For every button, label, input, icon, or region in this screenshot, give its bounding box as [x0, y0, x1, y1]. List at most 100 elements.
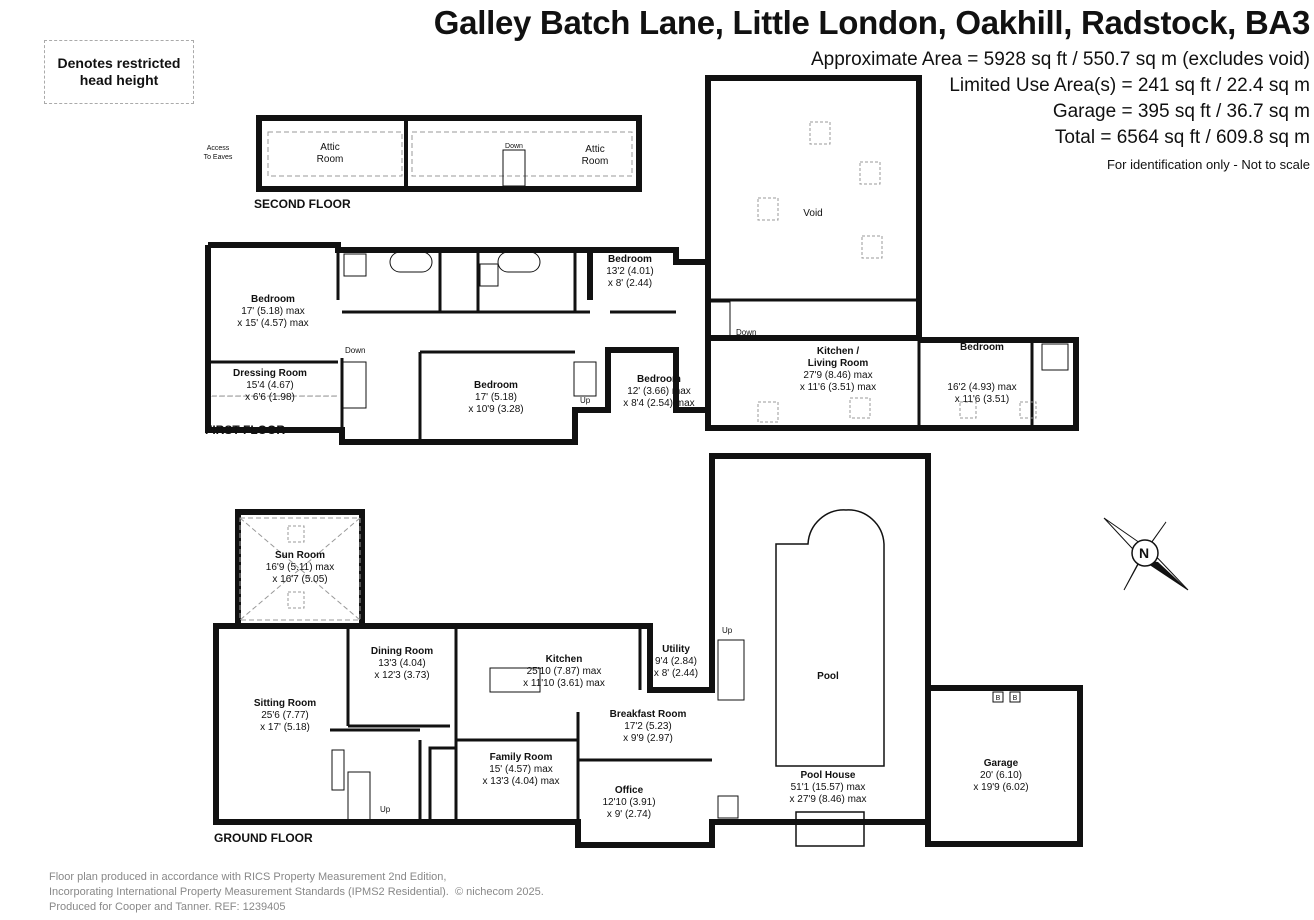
skylight-icon [859, 161, 881, 185]
attic-room-2-label-2: Room [582, 156, 609, 167]
kitchen-living-name-2: Living Room [808, 358, 869, 369]
skylight-icon [287, 525, 305, 543]
first-floor-up-label: Up [580, 396, 591, 405]
first-floor-outer-wall [208, 242, 1079, 431]
restricted-head-height-area [267, 131, 403, 177]
office-dim-1: 12'10 (3.91) [602, 797, 655, 808]
breakfast-room-dim-2: x 9'9 (2.97) [623, 733, 673, 744]
second-floor-outline [256, 115, 642, 192]
bedroom-2-dim-2: x 10'9 (3.28) [468, 404, 523, 415]
pool-house-dim-2: x 27'9 (8.46) max [790, 794, 867, 805]
pool-stairs [717, 639, 745, 701]
skylight-icon [849, 397, 871, 419]
attic-room-1-label: Attic [320, 142, 339, 153]
dining-room-name: Dining Room [371, 646, 433, 657]
void-label: Void [803, 208, 822, 219]
legend-line-1: Denotes restricted [57, 55, 181, 71]
second-floor-stairs [502, 149, 526, 187]
sun-room-dim-2: x 16'7 (5.05) [272, 574, 327, 585]
pool-up-label: Up [722, 626, 733, 635]
bedroom-4-dim-1: 12' (3.66) max [627, 386, 691, 397]
sun-room-name: Sun Room [275, 550, 325, 561]
kitchen-dim-1: 25'10 (7.87) max [527, 666, 602, 677]
kitchen-dim-2: x 11'10 (3.61) max [523, 678, 605, 689]
dining-room-dim-1: 13'3 (4.04) [378, 658, 426, 669]
identification-note: For identification only - Not to scale [1106, 157, 1310, 172]
first-floor-stairs-2 [573, 361, 597, 397]
bedroom-5-name: Bedroom [960, 342, 1004, 353]
first-floor-stairs-void [707, 301, 731, 339]
bedroom-4-dim-2: x 8'4 (2.54) max [623, 398, 694, 409]
garage-dim-1: 20' (6.10) [980, 770, 1022, 781]
legend-line-2: head height [79, 72, 159, 88]
family-room-name: Family Room [490, 752, 553, 763]
office-dim-2: x 9' (2.74) [607, 809, 651, 820]
skylight-icon [287, 591, 305, 609]
property-address-title: Galley Batch Lane, Little London, Oakhil… [433, 4, 1311, 41]
bedroom-3-name: Bedroom [608, 254, 652, 265]
skylight-icon [757, 197, 779, 221]
pool-basin [775, 509, 885, 767]
bedroom-5-dim-1: 16'2 (4.93) max [947, 382, 1016, 393]
utility-dim-1: 9'4 (2.84) [655, 656, 697, 667]
approximate-area: Approximate Area = 5928 sq ft / 550.7 sq… [810, 49, 1310, 70]
footer-line-1: Floor plan produced in accordance with R… [49, 871, 447, 883]
family-room-dim-2: x 13'3 (4.04) max [483, 776, 560, 787]
utility-dim-2: x 8' (2.44) [654, 668, 698, 679]
kitchen-living-name-1: Kitchen / [817, 346, 859, 357]
bathtub-icon [389, 251, 433, 273]
compass-north-label: N [1139, 545, 1149, 561]
footer-copyright: © nichecom 2025. [455, 886, 544, 898]
bedroom-3-dim-1: 13'2 (4.01) [606, 266, 654, 277]
kitchen-island [489, 667, 541, 693]
garage-area: Garage = 395 sq ft / 36.7 sq m [1052, 101, 1310, 122]
pool-label: Pool [817, 671, 839, 682]
access-label-2: To Eaves [204, 154, 233, 161]
bedroom-2-dim-1: 17' (5.18) [475, 392, 517, 403]
utility-name: Utility [662, 644, 690, 655]
garage-outline [925, 685, 1083, 847]
pool-house-name: Pool House [800, 770, 855, 781]
first-floor-down-label: Down [345, 346, 365, 355]
access-label-1: Access [207, 145, 230, 152]
wc-enclosure [428, 746, 458, 824]
attic-room-2-label: Attic [585, 144, 604, 155]
void-down-label: Down [736, 328, 756, 337]
pool-house-dim-1: 51'1 (15.57) max [791, 782, 866, 793]
fireplace [331, 749, 345, 791]
skylight-icon [809, 121, 831, 145]
footer-line-3: Produced for Cooper and Tanner. REF: 123… [49, 901, 286, 913]
compass-icon [1103, 517, 1189, 591]
dining-room-dim-2: x 12'3 (3.73) [374, 670, 429, 681]
bedroom-3-dim-2: x 8' (2.44) [608, 278, 652, 289]
skylight-icon [757, 401, 779, 423]
shower-icon [343, 253, 367, 277]
family-room-dim-1: 15' (4.57) max [489, 764, 553, 775]
skylight-icon [1019, 401, 1037, 419]
pool-house-step [795, 811, 865, 847]
bedroom-1-dim-2: x 15' (4.57) max [237, 318, 308, 329]
kitchen-living-dim-2: x 11'6 (3.51) max [800, 382, 876, 393]
sitting-room-name: Sitting Room [254, 698, 316, 709]
bedroom-1-dim-1: 17' (5.18) max [241, 306, 305, 317]
attic-room-1-label-2: Room [317, 154, 344, 165]
dressing-room-dim-2: x 6'6 (1.98) [245, 392, 295, 403]
breakfast-room-dim-1: 17'2 (5.23) [624, 721, 672, 732]
second-floor-down-label: Down [505, 143, 523, 150]
sitting-room-dim-2: x 17' (5.18) [260, 722, 310, 733]
dressing-room-dim-1: 15'4 (4.67) [246, 380, 294, 391]
shower-icon [717, 795, 739, 819]
limited-use-area: Limited Use Area(s) = 241 sq ft / 22.4 s… [949, 75, 1310, 96]
sun-room-roof-lines [239, 517, 361, 621]
first-floor-stairs [341, 361, 367, 409]
bathtub-icon [497, 251, 541, 273]
ground-floor-stairs [347, 771, 371, 823]
boiler-label-2: B [1013, 695, 1018, 702]
skylight-icon [959, 401, 977, 419]
area-summary: Approximate Area = 5928 sq ft / 550.7 sq… [811, 47, 1310, 176]
breakfast-room-name: Breakfast Room [610, 709, 687, 720]
bedroom-5-dim-2: x 11'6 (3.51) [955, 394, 1010, 405]
footer-line-2: Incorporating International Property Mea… [49, 886, 449, 898]
